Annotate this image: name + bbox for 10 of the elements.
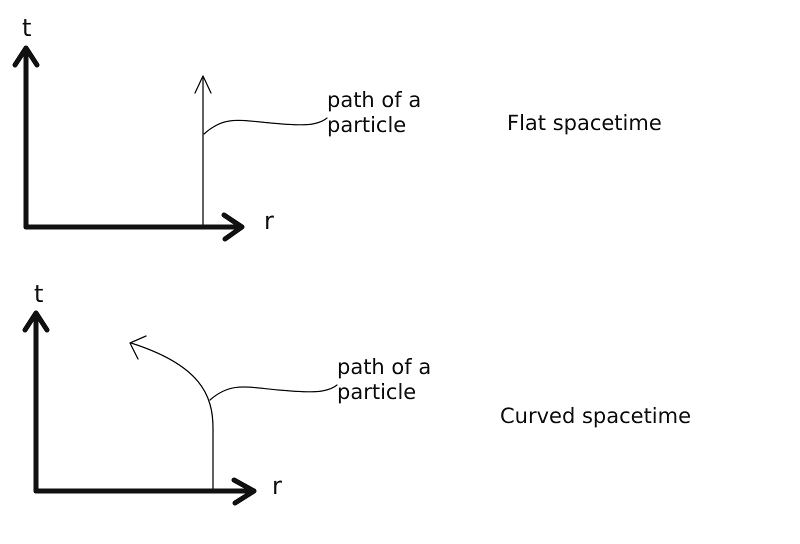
leader-line [203,117,328,135]
path-label: path of a particle [337,355,437,405]
path-label: path of a particle [327,88,427,138]
panel-title: Curved spacetime [500,404,692,429]
axis-label: t [22,14,32,42]
axis-label: r [264,207,274,235]
panel-title: Flat spacetime [507,111,662,136]
axis-label: t [34,280,44,308]
axis-label: r [272,472,282,500]
leader-line [209,384,338,401]
